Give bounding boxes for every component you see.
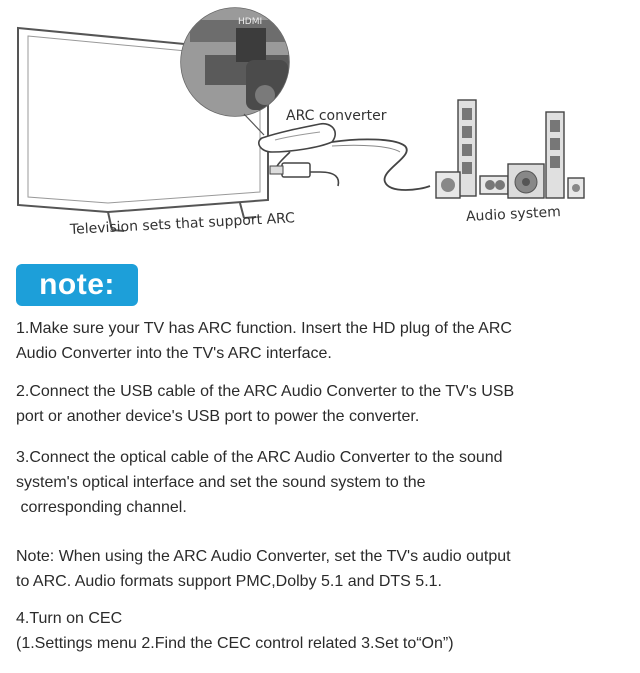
note-badge: note: bbox=[16, 264, 138, 306]
instruction-step-2: 2.Connect the USB cable of the ARC Audio… bbox=[16, 379, 632, 429]
audio-system-illustration bbox=[435, 99, 585, 199]
instruction-line: 1.Make sure your TV has ARC function. In… bbox=[16, 320, 512, 337]
instruction-line: Audio Converter into the TV's ARC interf… bbox=[16, 345, 332, 362]
instruction-line: to ARC. Audio formats support PMC,Dolby … bbox=[16, 573, 442, 590]
arc-converter-label: ARC converter bbox=[286, 108, 387, 124]
instruction-step-3: 3.Connect the optical cable of the ARC A… bbox=[16, 445, 632, 520]
connection-diagram: HDMI bbox=[0, 0, 640, 262]
instruction-line: 3.Connect the optical cable of the ARC A… bbox=[16, 449, 503, 466]
hdmi-port-text: HDMI bbox=[238, 17, 262, 27]
instruction-line: (1.Settings menu 2.Find the CEC control … bbox=[16, 635, 454, 652]
instruction-line: corresponding channel. bbox=[16, 499, 187, 516]
instruction-line: system's optical interface and set the s… bbox=[16, 474, 426, 491]
instruction-line: Note: When using the ARC Audio Converter… bbox=[16, 548, 511, 565]
connection-diagram-graphic: HDMI bbox=[17, 7, 585, 232]
arc-converter-device bbox=[258, 122, 431, 191]
instruction-step-4: 4.Turn on CEC (1.Settings menu 2.Find th… bbox=[16, 606, 632, 656]
instruction-line: 4.Turn on CEC bbox=[16, 610, 123, 627]
audio-output-note: Note: When using the ARC Audio Converter… bbox=[16, 544, 632, 594]
instruction-line: 2.Connect the USB cable of the ARC Audio… bbox=[16, 383, 515, 400]
instruction-step-1: 1.Make sure your TV has ARC function. In… bbox=[16, 316, 632, 366]
instruction-line: port or another device's USB port to pow… bbox=[16, 408, 420, 425]
